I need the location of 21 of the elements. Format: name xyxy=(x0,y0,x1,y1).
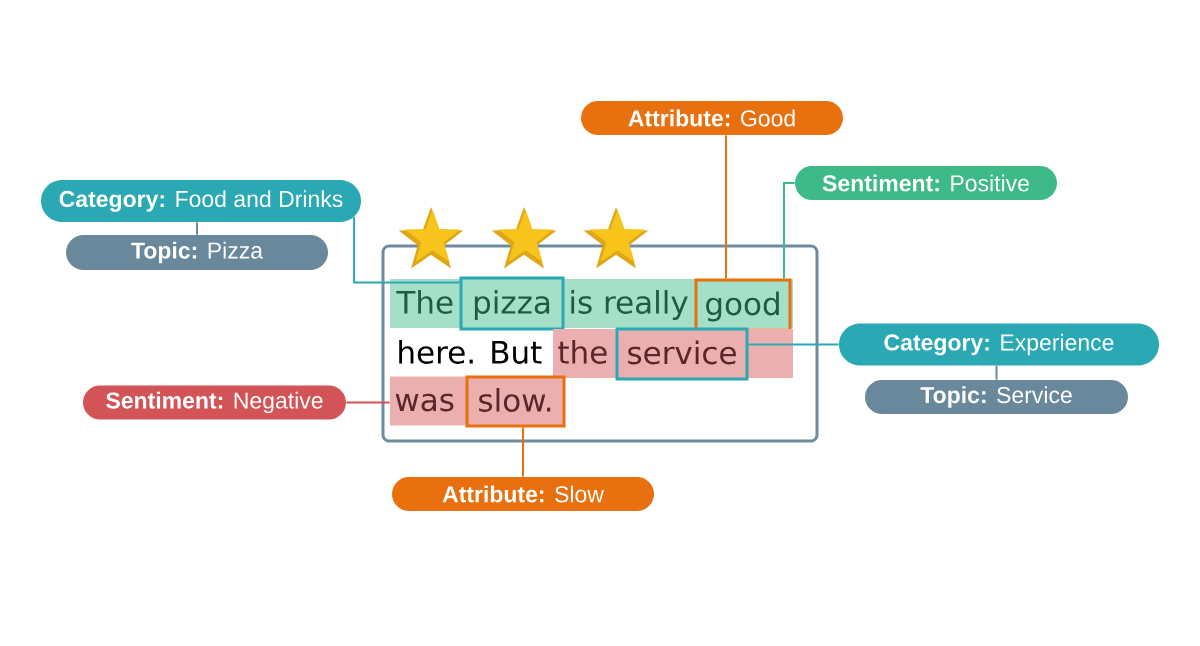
boxed-word: pizza xyxy=(459,276,565,331)
topic-tag: Topic: Pizza xyxy=(66,235,328,270)
topic-tag: Topic: Service xyxy=(865,380,1128,414)
attribute-tag: Attribute: Good xyxy=(581,101,843,135)
leader-line xyxy=(196,221,198,236)
sentence-text: here. But xyxy=(399,339,542,364)
attribute-tag: Attribute: Slow xyxy=(392,477,654,511)
review-card xyxy=(381,244,819,443)
leader-line xyxy=(353,216,461,284)
leader-line xyxy=(783,182,796,280)
category-tag: Category: Food and Drinks xyxy=(41,180,361,222)
boxed-word: slow. xyxy=(465,375,566,428)
sentiment-tag: Sentiment: Positive xyxy=(795,166,1057,200)
leader-line xyxy=(522,426,524,478)
leader-line xyxy=(725,134,727,280)
sentiment-tag: Sentiment: Negative xyxy=(83,385,346,420)
boxed-word: service xyxy=(615,327,749,381)
leader-line xyxy=(345,401,391,404)
leader-line xyxy=(995,364,998,381)
category-tag: Category: Experience xyxy=(839,323,1159,366)
leader-line xyxy=(747,343,840,346)
